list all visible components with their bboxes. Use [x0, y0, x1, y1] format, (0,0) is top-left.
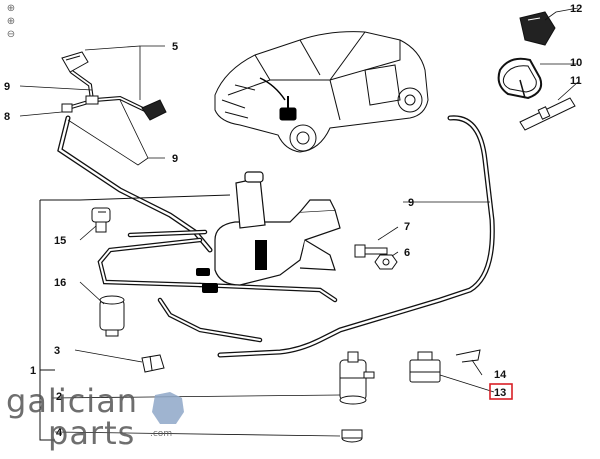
callout-4: 4	[56, 427, 63, 439]
callout-13[interactable]: 13	[494, 387, 506, 399]
hose-9-left	[57, 115, 213, 253]
part-7-bolt	[354, 244, 388, 258]
assembly-frame	[39, 194, 231, 441]
callout-5: 5	[172, 41, 178, 53]
galicia-map-icon	[152, 392, 184, 424]
callout-2: 2	[56, 391, 62, 403]
logo-suffix: .com	[150, 429, 172, 439]
zoom-in-icon[interactable]: ⊕	[6, 3, 16, 14]
zoom-out-icon[interactable]: ⊖	[6, 29, 16, 40]
logo-word-galician: galician	[6, 382, 138, 420]
callout-11: 11	[570, 75, 582, 87]
part-11-pipe-joint	[519, 97, 576, 131]
callout-13-highlight-box	[489, 383, 513, 400]
reservoir-pump-mount	[196, 240, 267, 293]
callout-9-upper: 9	[4, 81, 10, 93]
callout-labels: 5 9 8 9 9 7 6 12 10 11 15 16 3 1 2 4 14 …	[4, 3, 582, 439]
part-13-relay	[409, 351, 441, 383]
callout-1: 1	[30, 365, 36, 377]
callout-7: 7	[404, 221, 410, 233]
t-connector	[61, 95, 99, 113]
callout-16: 16	[54, 277, 66, 289]
car-illustration	[214, 31, 429, 153]
galicianparts-logo: galician parts .com	[6, 382, 184, 452]
part-2-washer-pump	[339, 351, 375, 405]
callout-3: 3	[54, 345, 60, 357]
callout-9-middle: 9	[172, 153, 178, 165]
callout-10: 10	[570, 57, 582, 69]
part-4-pump-seal	[341, 429, 363, 443]
callout-6: 6	[404, 247, 410, 259]
part-14-bracket	[455, 349, 481, 363]
callout-14: 14	[494, 369, 507, 381]
callout-8: 8	[4, 111, 10, 123]
part-10-grommet	[497, 57, 543, 100]
part-15-valve	[91, 207, 111, 233]
leader-lines	[19, 7, 579, 437]
washer-jet-nozzle-upper	[61, 51, 89, 73]
callout-15: 15	[54, 235, 66, 247]
washer-jet-nozzle-lower	[141, 99, 167, 121]
part-3-hose-connector	[141, 354, 165, 373]
zoom-fit-icon[interactable]: ⊕	[6, 16, 16, 27]
logo-word-parts: parts	[48, 414, 135, 452]
callout-12: 12	[570, 3, 582, 15]
part-6-nut	[374, 254, 398, 270]
part-16-filter	[99, 295, 125, 337]
part-12-connector	[519, 11, 556, 46]
washer-location-marker	[259, 77, 297, 121]
washer-reservoir	[214, 171, 341, 286]
callout-9-right: 9	[408, 197, 414, 209]
